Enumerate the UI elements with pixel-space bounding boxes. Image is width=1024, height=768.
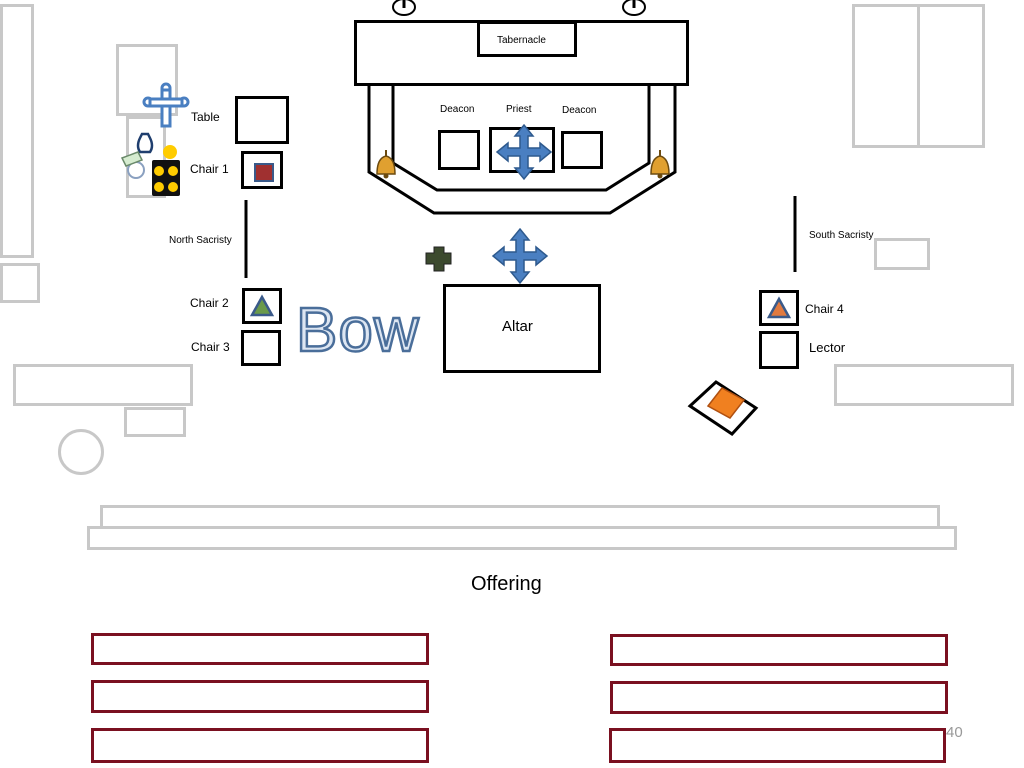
pew-left-2 [91,680,429,713]
left-stool [124,407,186,437]
move-arrows-icon [496,124,552,180]
chair2-box [242,288,282,324]
right-bench [834,364,1014,406]
offering-label: Offering [471,573,542,595]
bell-icon [650,150,670,179]
table-box [235,96,289,144]
left-wall-box [0,263,40,303]
triangle-icon [766,296,792,319]
chair1-box [241,151,283,189]
page-number: 40 [946,724,963,741]
altar [443,284,601,373]
bow-label: Bow [295,295,420,367]
deacon-left-label: Deacon [440,104,475,115]
pew-right-1 [610,634,948,666]
cruet-icon [120,132,154,179]
left-bench [13,364,193,406]
chair1-marker [254,163,274,182]
chair3-label: Chair 3 [191,340,230,354]
credence-shelf [116,44,178,116]
chair3-box [241,330,281,366]
altar-label: Altar [502,318,533,335]
move-arrows-icon [492,228,548,284]
chair4-box [759,290,799,326]
altar-rail-bottom [87,526,957,550]
chair4-label: Chair 4 [805,302,844,316]
font-circle [58,429,104,475]
deacon-left-chair [438,130,480,170]
chair2-label: Chair 2 [190,296,229,310]
priest-label: Priest [506,104,532,115]
right-small-box [874,238,930,270]
pew-left-1 [91,633,429,665]
lector-label: Lector [809,340,846,355]
right-cabinet-right [917,4,985,148]
tabernacle-label: Tabernacle [497,35,546,46]
stand-right-icon [622,0,646,16]
lectern-book-icon [687,380,759,436]
cross-icon [142,82,190,128]
chair1-label: Chair 1 [190,162,229,176]
pew-right-3 [609,728,946,763]
pew-right-2 [610,681,948,714]
stand-left-icon [392,0,416,16]
bell-icon [376,150,396,179]
deacon-right-label: Deacon [562,105,597,116]
left-wall-bench [0,4,34,258]
south-sacristy-label: South Sacristy [809,230,874,241]
candle-icon [152,145,180,196]
table-label: Table [191,110,220,124]
deacon-right-chair [561,131,603,169]
cross-marker-icon [425,246,452,272]
pew-left-3 [91,728,429,763]
lector-box [759,331,799,369]
north-sacristy-label: North Sacristy [169,235,232,246]
tabernacle-box [477,21,577,57]
triangle-icon [249,294,275,317]
